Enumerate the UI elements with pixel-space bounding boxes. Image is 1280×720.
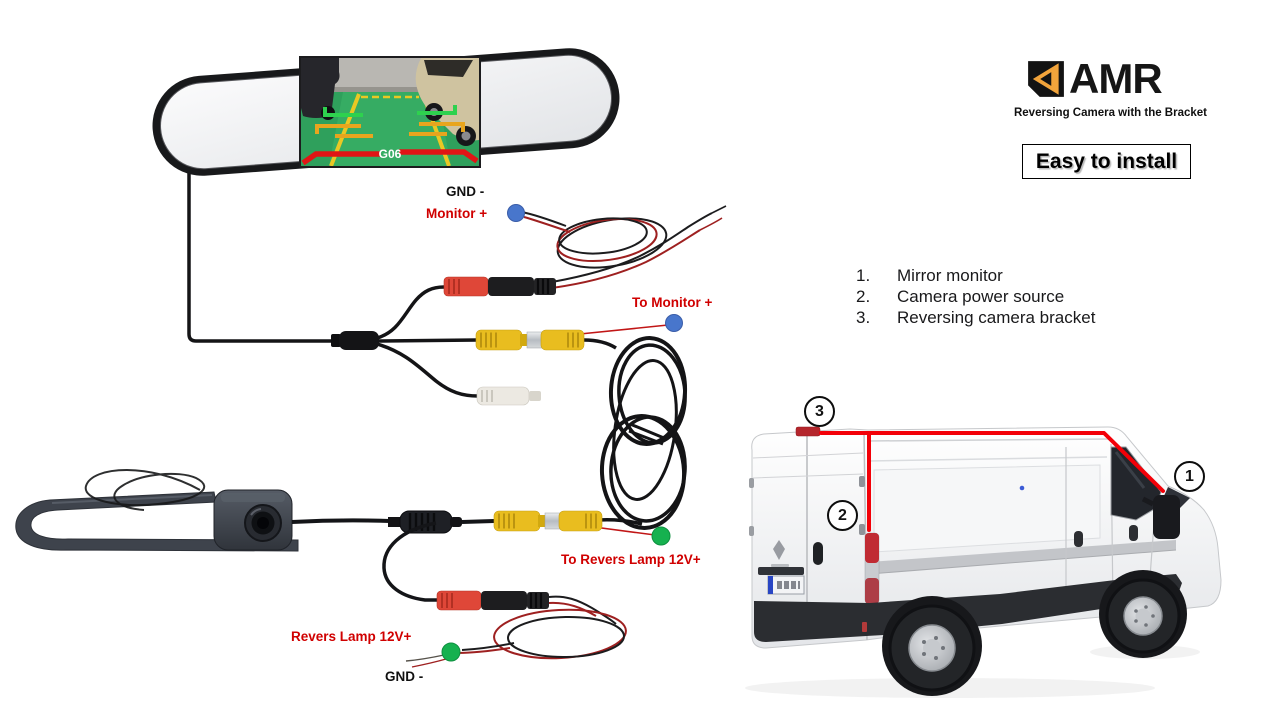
white-connector xyxy=(476,386,541,406)
brand-emblem xyxy=(773,540,785,560)
callout-3: 3 xyxy=(804,396,835,427)
inline-barrel-connector xyxy=(388,510,462,534)
cab-door-handle xyxy=(1129,525,1138,541)
coiled-cable xyxy=(583,336,688,530)
reversing-camera-bracket xyxy=(15,469,299,552)
video-rca-connector-bottom xyxy=(493,510,603,532)
list-item: 2. Camera power source xyxy=(856,286,1095,307)
brand-tagline: Reversing Camera with the Bracket xyxy=(1013,107,1208,119)
parking-guidelines xyxy=(301,105,479,166)
reverse-lamp-wires xyxy=(405,595,627,668)
part-label: Mirror monitor xyxy=(897,266,1003,285)
label-gnd-top: GND - xyxy=(446,184,485,199)
wire-end-marker-green-mid xyxy=(651,526,671,546)
part-number: 2. xyxy=(856,287,871,306)
callout-number: 2 xyxy=(838,506,847,524)
video-rca-connector-top xyxy=(475,329,585,351)
part-number: 3. xyxy=(856,308,871,327)
part-number: 1. xyxy=(856,266,871,285)
van-illustration xyxy=(745,426,1222,698)
camera-pod xyxy=(213,489,293,551)
cable-route-highlight xyxy=(819,431,1165,532)
rear-wheel xyxy=(882,596,982,696)
screen-osd-text: G06 xyxy=(379,147,402,161)
side-mirror xyxy=(1153,495,1180,539)
parked-car-right xyxy=(415,58,479,146)
callout-number: 3 xyxy=(815,402,824,420)
part-label: Camera power source xyxy=(897,287,1065,306)
parts-list: 1. Mirror monitor 2. Camera power source… xyxy=(856,265,1095,328)
label-revers-lamp: Revers Lamp 12V+ xyxy=(291,629,412,644)
easy-to-install-badge: Easy to install xyxy=(1022,144,1191,179)
wire-end-marker-blue-top xyxy=(507,204,525,222)
label-monitor-plus: Monitor + xyxy=(426,206,488,221)
lower-skirt xyxy=(754,574,1182,642)
label-gnd-bottom: GND - xyxy=(385,669,424,684)
monitor-power-wires xyxy=(521,205,727,289)
monitor-power-connector xyxy=(442,275,558,298)
parked-car-left xyxy=(301,58,340,118)
camera-pigtail-wire xyxy=(84,469,206,511)
list-item: 1. Mirror monitor xyxy=(856,265,1095,286)
rear-door-handle xyxy=(813,542,823,565)
brand-name: AMR xyxy=(1069,55,1163,102)
wiring-diagram-illustration: G06 xyxy=(15,48,727,668)
brake-light xyxy=(795,426,821,437)
label-to-revers-lamp: To Revers Lamp 12V+ xyxy=(561,552,701,567)
mirror-cable xyxy=(187,160,335,343)
rearview-mirror-monitor: G06 xyxy=(152,48,620,176)
part-label: Reversing camera bracket xyxy=(897,308,1096,327)
license-plate xyxy=(767,575,805,595)
wire-end-marker-green-bottom xyxy=(441,642,461,662)
callout-2: 2 xyxy=(827,500,858,531)
front-wheel xyxy=(1099,570,1187,658)
wire-end-marker-blue-mid xyxy=(665,314,683,332)
amr-logo-icon xyxy=(1028,61,1064,97)
brand-logo: AMR xyxy=(1026,55,1163,102)
cable-junction xyxy=(339,331,379,350)
label-to-monitor-plus: To Monitor + xyxy=(632,295,713,310)
list-item: 3. Reversing camera bracket xyxy=(856,307,1095,328)
callout-number: 1 xyxy=(1185,467,1194,485)
monitor-screen-preview: G06 xyxy=(299,56,481,168)
sliding-door-handle xyxy=(1074,531,1083,547)
lamp-power-connector xyxy=(435,589,551,612)
callout-1: 1 xyxy=(1174,461,1205,492)
